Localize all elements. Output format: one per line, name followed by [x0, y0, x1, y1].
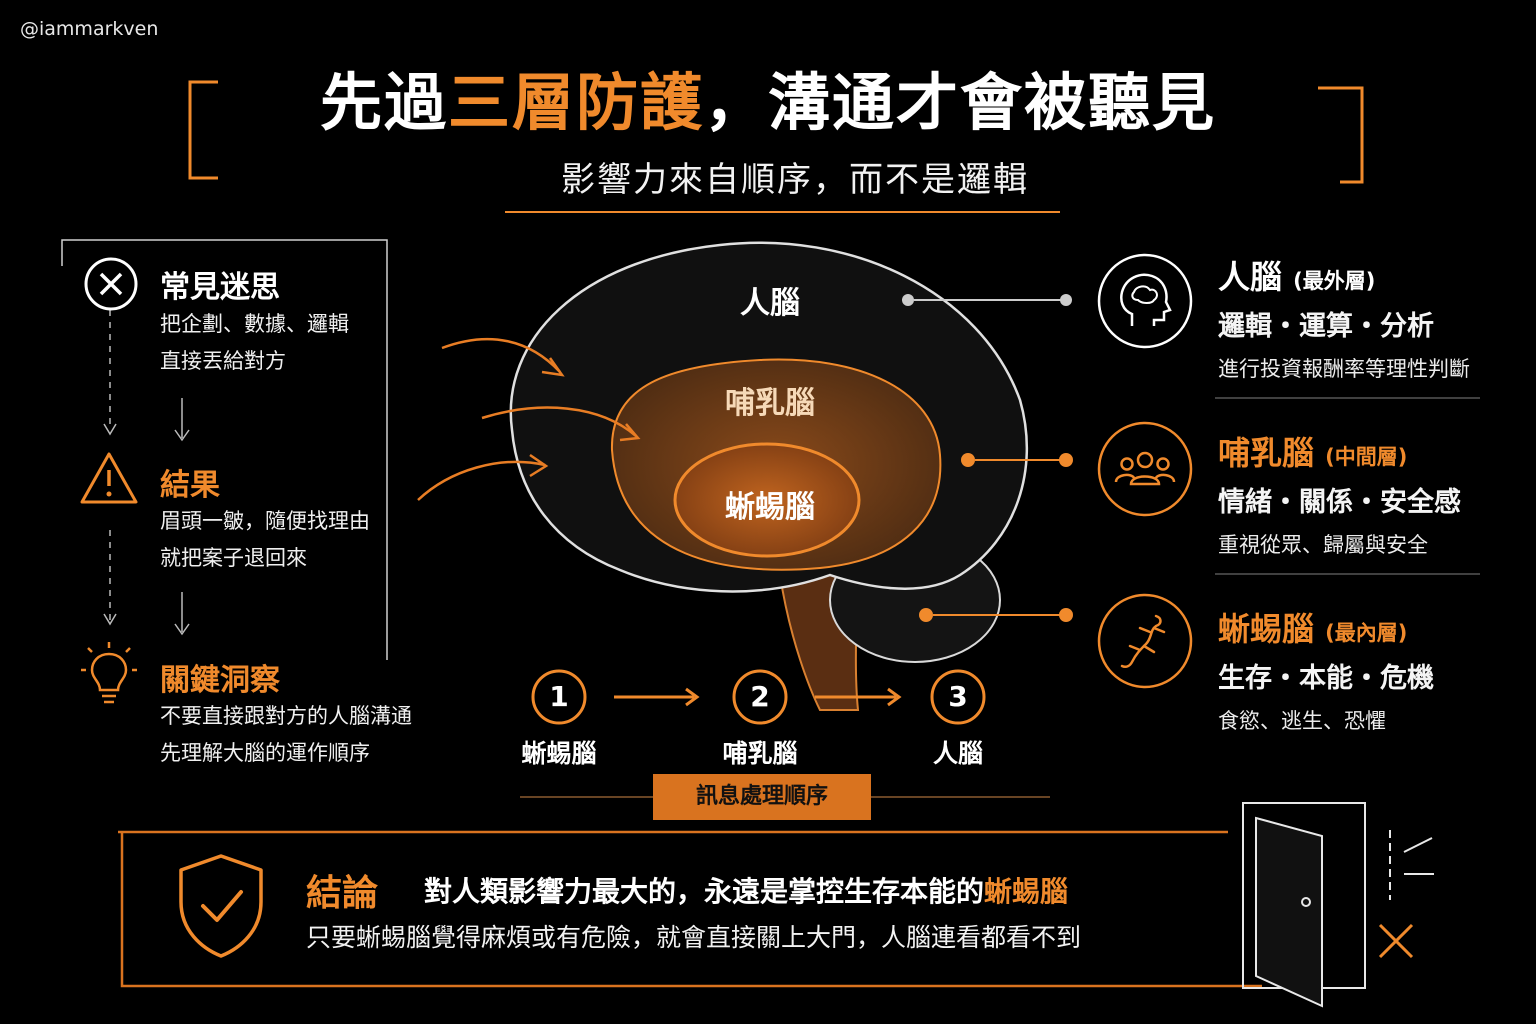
step-1-label: 蜥蜴腦	[521, 739, 597, 768]
brain-label-outer: 人腦	[740, 286, 800, 321]
step-3-number: 3	[948, 680, 968, 713]
myth-text: 把企劃、數據、邏輯直接丟給對方	[160, 312, 349, 373]
incoming-arrows	[417, 337, 641, 501]
title-brackets	[188, 80, 1364, 184]
step-1-number: 1	[549, 680, 569, 713]
brain-label-inner: 蜥蜴腦	[725, 490, 815, 525]
page-title: 先過三層防護，溝通才會被聽見	[319, 66, 1217, 139]
lightbulb-icon	[81, 642, 137, 704]
author-handle: @iammarkven	[20, 18, 159, 40]
step-2-label: 哺乳腦	[722, 739, 798, 768]
result-text: 眉頭一皺，隨便找理由就把案子退回來	[160, 509, 370, 570]
myth-heading: 常見迷思	[160, 270, 280, 305]
people-icon	[1097, 421, 1193, 517]
conclusion-main: 對人類影響力最大的，永遠是掌控生存本能的蜥蜴腦	[424, 875, 1069, 908]
shield-check-icon	[179, 854, 263, 958]
x-circle-icon	[84, 257, 138, 311]
left-panel-frame	[61, 239, 388, 660]
warning-icon	[80, 452, 138, 504]
connector-lines	[902, 294, 1073, 622]
x-mark-icon	[1378, 923, 1414, 959]
conclusion-heading: 結論	[306, 873, 379, 914]
right-item-outer: 人腦 (最外層) 邏輯・運算・分析 進行投資報酬率等理性判斷	[1218, 258, 1470, 381]
title-highlight: 三層防護	[447, 66, 704, 139]
insight-heading: 關鍵洞察	[160, 663, 280, 698]
result-heading: 結果	[160, 468, 220, 503]
door-icon	[1242, 802, 1434, 1008]
conclusion-sub: 只要蜥蜴腦覺得麻煩或有危險，就會直接關上大門，人腦連看都看不到	[306, 923, 1082, 952]
sequence-label: 訊息處理順序	[653, 774, 871, 820]
brain-label-middle: 哺乳腦	[725, 386, 815, 421]
page-subtitle: 影響力來自順序，而不是邏輯	[561, 160, 1029, 200]
insight-text: 不要直接跟對方的人腦溝通先理解大腦的運作順序	[160, 704, 412, 765]
right-item-middle: 哺乳腦 (中間層) 情緒・關係・安全感 重視從眾、歸屬與安全	[1218, 434, 1461, 557]
step-2-number: 2	[750, 680, 770, 713]
title-container: 先過三層防護，溝通才會被聽見	[0, 52, 1536, 142]
step-3-label: 人腦	[932, 739, 984, 768]
right-item-inner: 蜥蜴腦 (最內層) 生存・本能・危機 食慾、逃生、恐懼	[1218, 610, 1434, 733]
lizard-icon	[1097, 593, 1193, 689]
inner-brain	[673, 442, 861, 558]
sequence-graphics	[531, 669, 986, 725]
brain-head-icon	[1097, 253, 1193, 349]
conclusion-frame	[118, 830, 1262, 988]
